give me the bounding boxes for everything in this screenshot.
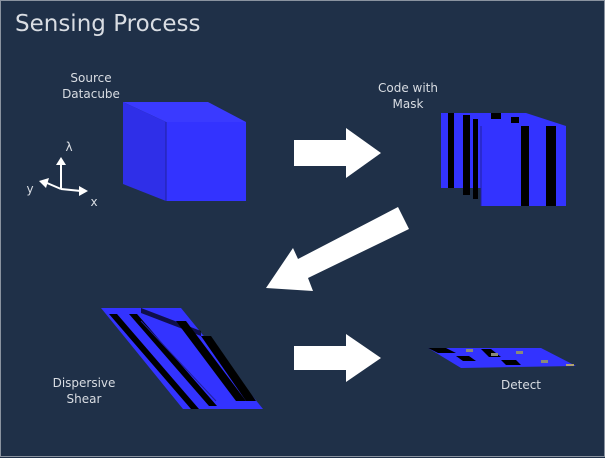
slide-title: Sensing Process (15, 11, 201, 37)
arrow-right-icon (294, 128, 381, 178)
arrow-right-icon (294, 334, 381, 382)
coded-datacube (441, 113, 566, 206)
label-line: Datacube (62, 87, 120, 101)
sheared-datacube (101, 308, 263, 409)
arrow-diagonal-icon (266, 207, 409, 291)
detect-label: Detect (500, 378, 541, 392)
source-datacube-label: Source Datacube (56, 70, 126, 102)
dispersive-shear-label: Dispersive Shear (49, 375, 119, 407)
code-with-mask-label: Code with Mask (373, 80, 443, 112)
label-line: Shear (66, 392, 102, 406)
label-line: Mask (392, 97, 424, 111)
source-datacube (123, 102, 246, 201)
y-axis-label: y (26, 182, 34, 196)
label-line: Source (70, 71, 112, 85)
label-line: Code with (378, 81, 438, 95)
x-axis-label: x (90, 195, 98, 209)
label-line: Dispersive (52, 376, 116, 390)
detector-plane (428, 348, 576, 368)
lambda-axis-label: λ (65, 140, 73, 154)
axes-icon (39, 157, 88, 196)
